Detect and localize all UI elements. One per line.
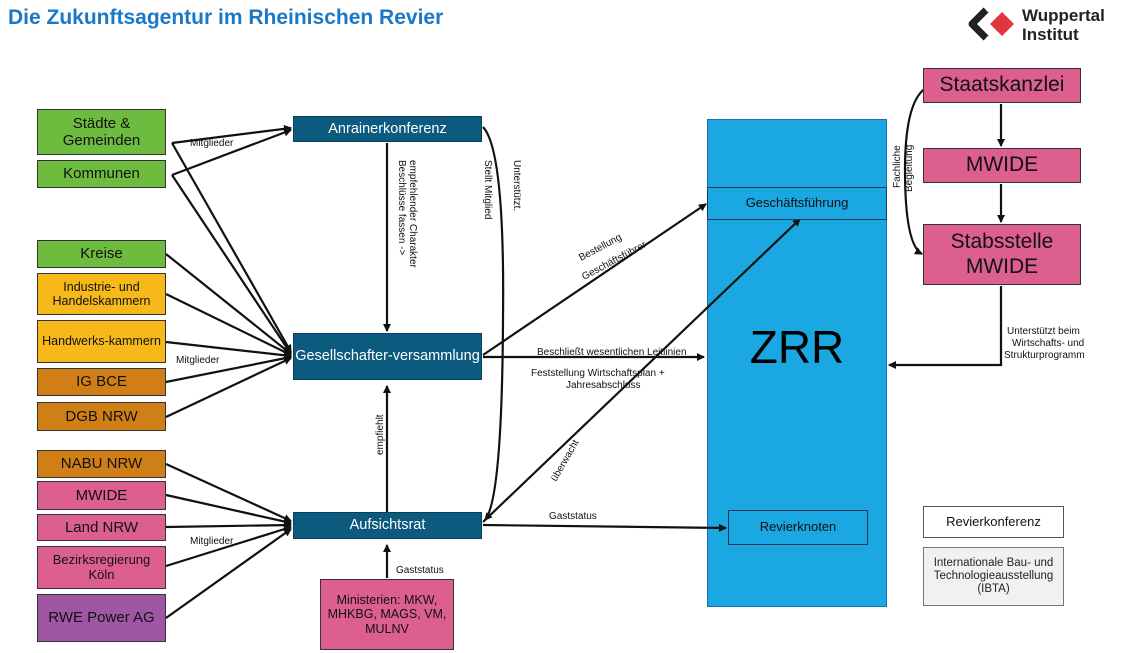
arrow-kreise-gv (165, 253, 292, 355)
box-kreise: Kreise (37, 240, 166, 268)
arrow-nabu-ar (165, 462, 292, 523)
box-bezirksregierung: Bezirksregierung Köln (37, 546, 166, 589)
box-gesellschafterversammlung: Gesellschafter-versammlung (293, 333, 482, 380)
label-unterstuetzt-beim-2: Wirtschafts- und (1012, 338, 1084, 349)
box-nabu-nrw: NABU NRW (37, 450, 166, 478)
label-empfiehlt: empfiehlt (375, 414, 386, 455)
label-wplan-1: Feststellung Wirtschaftsplan + (531, 368, 665, 379)
arrow-rwe-ar (165, 528, 292, 619)
box-staedte-gemeinden: Städte & Gemeinden (37, 109, 166, 155)
box-kommunen: Kommunen (37, 160, 166, 188)
arrow-bezirk-ar (165, 525, 292, 568)
arrow-hwk-gv (165, 340, 292, 360)
arrow-staedte-anrainer (171, 124, 292, 145)
arrow-anrainer-ar (482, 126, 505, 521)
box-geschaeftsfuehrung: Geschäftsführung (707, 187, 887, 220)
box-anrainerkonferenz: Anrainerkonferenz (293, 116, 482, 142)
label-fachliche-2: Begleitung (904, 145, 915, 192)
box-ibta: Internationale Bau- und Technologieausst… (923, 547, 1064, 606)
box-igbce: IG BCE (37, 368, 166, 396)
box-staatskanzlei: Staatskanzlei (923, 68, 1081, 103)
label-stellt-mitglied: Stellt Mitglied (482, 160, 493, 219)
arrow-stabs-zrr (888, 286, 1003, 369)
logo-mark-icon (968, 7, 1014, 41)
label-mitglieder-1: Mitglieder (190, 138, 234, 149)
page-title: Die Zukunftsagentur im Rheinischen Revie… (8, 6, 444, 29)
label-mitglieder-2: Mitglieder (176, 355, 220, 366)
label-unterstuetzt: Unterstützt. (511, 160, 522, 211)
box-dgb-nrw: DGB NRW (37, 402, 166, 431)
arrow-sk-stabs (903, 84, 931, 255)
label-unterstuetzt-beim-3: Strukturprogramm (1004, 350, 1085, 361)
label-gaststatus-1: Gaststatus (549, 511, 597, 522)
arrow-mwide-ar (165, 493, 292, 526)
box-mwide-right: MWIDE (923, 148, 1081, 183)
logo-line1: Wuppertal (1022, 6, 1105, 25)
box-ihk: Industrie- und Handelskammern (37, 273, 166, 315)
logo-line2: Institut (1022, 25, 1079, 44)
label-unterstuetzt-beim-1: Unterstützt beim (1007, 326, 1080, 337)
label-leitlinien: Beschließt wesentlichen Leitlinien (537, 347, 687, 358)
zrr-label: ZRR (749, 321, 845, 373)
box-stabsstelle-mwide: Stabsstelle MWIDE (923, 224, 1081, 285)
label-mitglieder-3: Mitglieder (190, 536, 234, 547)
arrow-land-ar (165, 521, 292, 530)
arrow-ar-revierknoten (482, 523, 727, 532)
box-mwide-left: MWIDE (37, 481, 166, 510)
box-hwk: Handwerks-kammern (37, 320, 166, 363)
arrow-ar-gf (482, 218, 801, 523)
label-gaststatus-2: Gaststatus (396, 565, 444, 576)
box-aufsichtsrat: Aufsichtsrat (293, 512, 482, 539)
arrow-staedte-gv (171, 142, 292, 353)
box-revierkonferenz: Revierkonferenz (923, 506, 1064, 538)
label-fachliche-1: Fachliche (892, 145, 903, 188)
box-ministerien: Ministerien: MKW, MHKBG, MAGS, VM, MULNV (320, 579, 454, 650)
arrow-ihk-gv (165, 293, 292, 356)
label-beschluesse-1: Beschlüsse fassen -> (396, 160, 407, 255)
label-beschluesse-2: empfehlender Charakter (407, 160, 418, 269)
wuppertal-institut-logo: Wuppertal Institut (966, 4, 1126, 48)
arrow-dgb-gv (165, 357, 292, 418)
box-rwe-power: RWE Power AG (37, 594, 166, 642)
box-land-nrw: Land NRW (37, 514, 166, 541)
box-revierknoten: Revierknoten (728, 510, 868, 545)
label-wplan-2: Jahresabschluss (566, 380, 640, 391)
arrow-kommunen-anrainer (171, 128, 292, 177)
arrow-gv-gf (482, 203, 707, 356)
arrow-kommunen-gv (171, 174, 292, 355)
arrow-igbce-gv (165, 354, 292, 384)
